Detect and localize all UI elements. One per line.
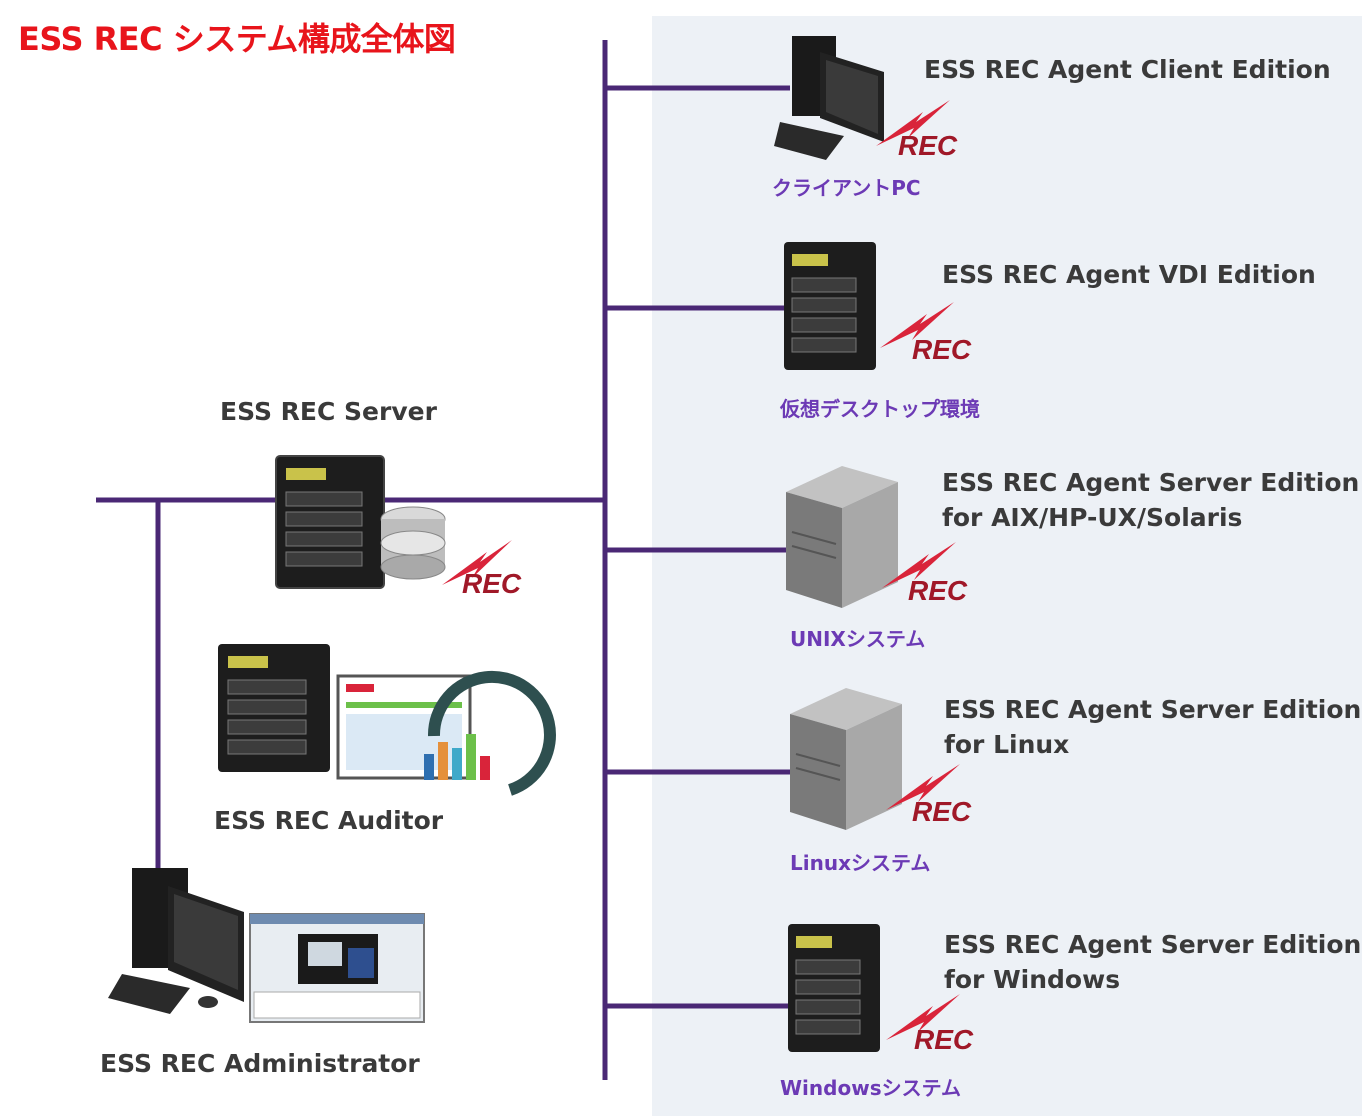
server-nas-icon — [275, 455, 385, 589]
agent-linux-title-line2: for Linux — [944, 730, 1070, 759]
rec-mark: REC — [912, 796, 972, 827]
agent-client-title: ESS REC Agent Client Edition — [924, 55, 1331, 84]
agent-windows-title: ESS REC Agent Server Edition — [944, 930, 1362, 959]
rec-lightning-icon — [876, 100, 950, 146]
rec-mark: REC — [914, 1024, 974, 1055]
audit-report-icon — [336, 670, 556, 796]
rec-mark: REC — [908, 575, 968, 606]
agent-panel-background — [652, 16, 1362, 1116]
rec-mark: REC — [898, 130, 958, 161]
diagram-title: ESS REC システム構成全体図 — [18, 20, 456, 58]
agent-linux-subtitle: Linuxシステム — [790, 851, 931, 875]
vdi-nas-server-icon — [784, 242, 876, 370]
agent-windows-title-line2: for Windows — [944, 965, 1121, 994]
rec-lightning-icon — [886, 764, 960, 810]
rec-mark: REC — [462, 568, 522, 599]
agent-windows-subtitle: Windowsシステム — [780, 1076, 961, 1100]
agent-vdi-subtitle: 仮想デスクトップ環境 — [780, 397, 980, 421]
rec-lightning-icon — [880, 302, 954, 348]
agent-unix-subtitle: UNIXシステム — [790, 627, 926, 651]
agent-unix-title-line2: for AIX/HP-UX/Solaris — [942, 503, 1243, 532]
rec-lightning-icon — [886, 994, 960, 1040]
agent-linux-title: ESS REC Agent Server Edition — [944, 695, 1362, 724]
auditor-nas-icon — [218, 644, 330, 772]
windows-nas-server-icon — [788, 924, 880, 1052]
rec-lightning-icon — [442, 540, 512, 585]
admin-desktop-icon — [108, 868, 244, 1014]
admin-console-screen-icon — [249, 913, 425, 1023]
agent-unix-title: ESS REC Agent Server Edition — [942, 468, 1360, 497]
database-icon — [380, 506, 446, 580]
auditor-label: ESS REC Auditor — [214, 806, 444, 835]
agent-vdi-title: ESS REC Agent VDI Edition — [942, 260, 1316, 289]
rec-lightning-icon — [882, 542, 956, 588]
administrator-label: ESS REC Administrator — [100, 1049, 420, 1078]
rec-mark: REC — [912, 334, 972, 365]
server-label: ESS REC Server — [220, 397, 437, 426]
agent-client-subtitle: クライアントPC — [772, 176, 921, 200]
client-desktop-pc-icon — [774, 36, 884, 160]
linux-tower-server-icon — [790, 688, 902, 830]
unix-tower-server-icon — [786, 466, 898, 608]
